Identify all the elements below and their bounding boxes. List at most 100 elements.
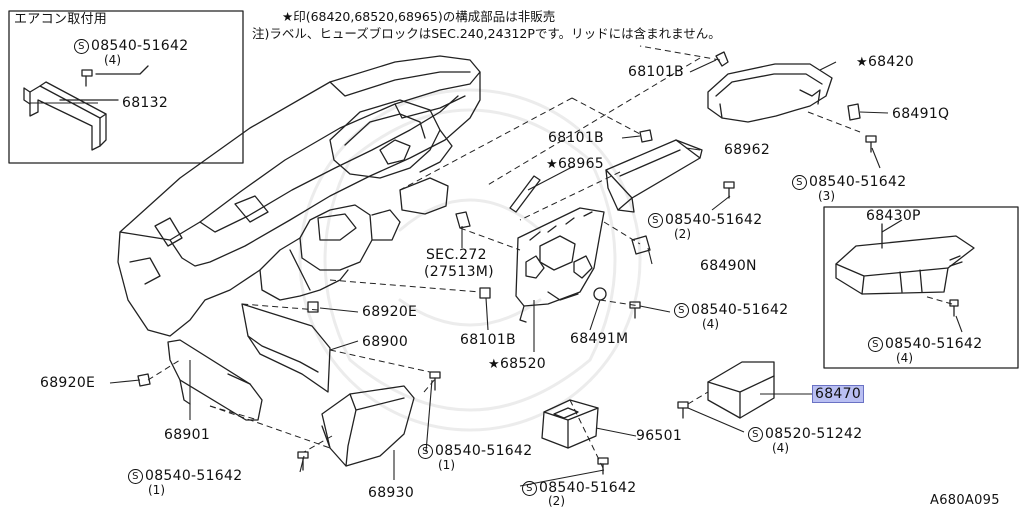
- bracket-68132-drawing: [23, 81, 107, 151]
- screw-cluster: [629, 301, 641, 319]
- part-68101B-label-top: 68101B: [628, 64, 684, 80]
- part-68930-label: 68930: [368, 485, 415, 501]
- part-68101B-label-low: 68101B: [460, 332, 516, 348]
- bolt-box2-number: 08540-51642: [145, 468, 243, 484]
- bolt-clock-number: 08540-51642: [539, 480, 637, 496]
- clip-sec272: [455, 211, 471, 229]
- screw-symbol-icon: S: [748, 427, 763, 442]
- aircon-inset-frame: [8, 10, 244, 164]
- screw-symbol-icon: S: [792, 175, 807, 190]
- clip-68920E-a: [307, 301, 319, 313]
- clip-68101B-low: [479, 287, 491, 299]
- clip-68920E-b: [137, 373, 151, 387]
- sec272-label: SEC.272: [426, 247, 487, 263]
- screw-clock: [597, 457, 609, 475]
- bolt-clock-qty: (2): [548, 494, 565, 508]
- bolt-lid-number: 08540-51642: [665, 212, 763, 228]
- part-68962-label: 68962: [724, 142, 771, 158]
- part-68520-label: ★68520: [488, 356, 546, 373]
- center-cluster-68520: [515, 207, 605, 323]
- bolt-box-qty: (1): [438, 458, 455, 472]
- screw-lid: [723, 181, 735, 199]
- bolt-lid-qty: (2): [674, 227, 691, 241]
- bracket-68470: [707, 361, 775, 419]
- aircon-bolt-number: 08540-51642: [91, 38, 189, 54]
- lid-68962: [605, 139, 703, 213]
- part-68920E-label-a: 68920E: [362, 304, 418, 320]
- part-68491Q-drawing: [847, 103, 861, 121]
- screw-symbol-icon: S: [648, 213, 663, 228]
- watermark-emblem: [298, 88, 642, 432]
- figure-code: A680A095: [930, 493, 1000, 508]
- part-68520-number: 68520: [499, 356, 547, 372]
- screw-symbol-icon: S: [522, 481, 537, 496]
- pocket-68430p-drawing: [835, 223, 975, 295]
- pocket-screw: [949, 299, 959, 317]
- clip-68101B-top: [715, 51, 729, 67]
- switch-68490N: [631, 235, 651, 255]
- note-line-1: ★印(68420,68520,68965)の構成部品は非販売: [282, 9, 556, 24]
- dashed-lines: [147, 45, 953, 471]
- pocket-bolt-qty: (4): [896, 351, 913, 365]
- bolt-box2-qty: (1): [148, 483, 165, 497]
- part-68470-highlight[interactable]: 68470: [812, 385, 865, 403]
- aircon-inset-title: エアコン取付用: [14, 12, 108, 27]
- bolt-68470-number: 08520-51242: [765, 426, 863, 442]
- part-68901-label: 68901: [164, 427, 211, 443]
- note-line-2: 注)ラベル、ヒューズブロックはSEC.240,24312Pです。リッドには含まれ…: [252, 26, 721, 41]
- bolt-cluster-number: 08540-51642: [691, 302, 789, 318]
- part-68470-label[interactable]: 68470: [812, 385, 865, 403]
- part-68965-label: ★68965: [546, 156, 604, 173]
- knob-68491M: [593, 287, 607, 301]
- part-68965-number: 68965: [557, 156, 605, 172]
- star-icon: ★: [856, 55, 868, 70]
- part-27513M-label: (27513M): [424, 264, 494, 280]
- part-68101B-label-mid: 68101B: [548, 130, 604, 146]
- screw-symbol-icon: S: [418, 444, 433, 459]
- part-68420-label: ★68420: [856, 54, 914, 71]
- part-68920E-label-b: 68920E: [40, 375, 96, 391]
- part-68132-label: 68132: [122, 95, 169, 111]
- panel-68901: [167, 339, 263, 421]
- part-68491M-label: 68491M: [570, 331, 629, 347]
- screw-symbol-icon: S: [868, 337, 883, 352]
- part-68490N-label: 68490N: [700, 258, 757, 274]
- pocket-bolt-number: 08540-51642: [885, 336, 983, 352]
- part-96501-label: 96501: [636, 428, 683, 444]
- part-68430P-label: 68430P: [866, 208, 921, 224]
- cover-68900: [241, 303, 331, 393]
- screw-68470: [677, 401, 689, 419]
- part-68900-label: 68900: [362, 334, 409, 350]
- pocket-inset-frame: [823, 206, 1019, 369]
- bolt-hood-qty: (3): [818, 189, 835, 203]
- clip-68101B-mid: [639, 129, 653, 143]
- bolt-68470-qty: (4): [772, 441, 789, 455]
- bolt-hood-number: 08540-51642: [809, 174, 907, 190]
- screw-symbol-icon: S: [128, 469, 143, 484]
- part-68420-number: 68420: [867, 54, 915, 70]
- star-icon: ★: [546, 157, 558, 172]
- screw-symbol-icon: S: [74, 39, 89, 54]
- bolt-box-number: 08540-51642: [435, 443, 533, 459]
- screw-symbol-icon: S: [674, 303, 689, 318]
- star-icon: ★: [488, 357, 500, 372]
- screw-hood: [865, 135, 877, 153]
- box-68930: [321, 385, 415, 467]
- inset-screw: [81, 69, 93, 87]
- meter-hood-68420: [707, 63, 833, 123]
- leader-lines: [30, 59, 963, 487]
- screw-box-a: [429, 371, 441, 391]
- strip-68965: [509, 175, 541, 213]
- aircon-bolt-qty: (4): [104, 53, 121, 67]
- bolt-cluster-qty: (4): [702, 317, 719, 331]
